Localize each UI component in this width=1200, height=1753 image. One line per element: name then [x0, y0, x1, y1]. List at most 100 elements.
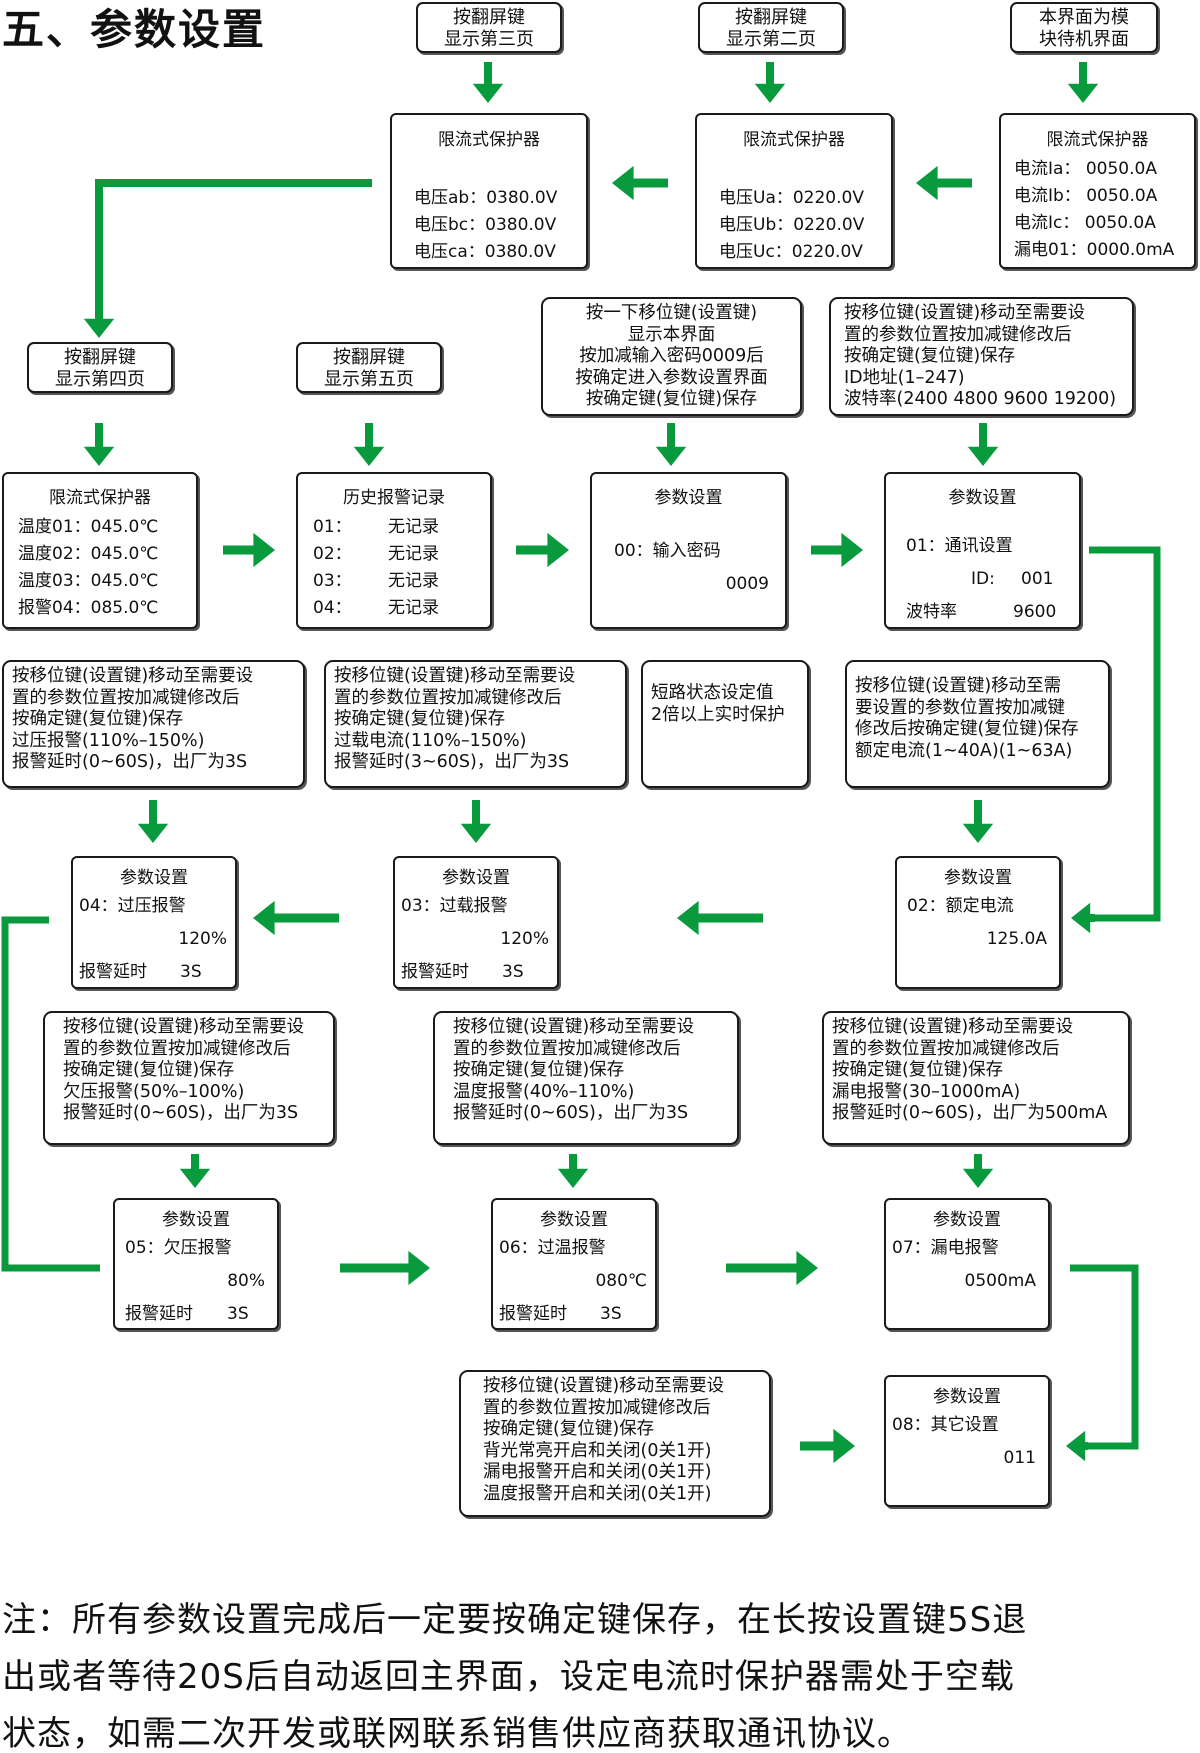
voltage-bc: 电压bc：0380.0V — [414, 215, 557, 235]
instruction-comm: 按移位键(设置键)移动至需要设置的参数位置按加减键修改后 按确定键(复位键)保存… — [829, 297, 1134, 416]
param-item: 00：输入密码 — [614, 541, 721, 561]
screen-title: 限流式保护器 — [49, 488, 151, 508]
param-value: 0500mA — [964, 1271, 1036, 1291]
arrow-down — [353, 423, 385, 466]
arrow-down — [83, 423, 115, 466]
arrow-down — [967, 423, 999, 466]
arrow-down — [472, 62, 504, 103]
screen-param-03: 参数设置 03：过载报警 120% 报警延时 3S — [393, 856, 559, 989]
arrow-right — [340, 1250, 430, 1286]
screen-voltage-phase: 限流式保护器 电压Ua：0220.0V 电压Ub：0220.0V 电压Uc：02… — [695, 113, 893, 269]
arrow-right — [223, 532, 275, 568]
param-item: 06：过温报警 — [499, 1238, 606, 1258]
screen-param-02: 参数设置 02：额定电流 125.0A — [895, 856, 1061, 989]
password-value: 0009 — [725, 574, 769, 594]
screen-voltage-line: 限流式保护器 电压ab：0380.0V 电压bc：0380.0V 电压ca：03… — [390, 113, 588, 269]
delay-label: 报警延时 — [79, 962, 147, 982]
instruction-other: 按移位键(设置键)移动至需要设置的参数位置按加减键修改后 按确定键(复位键)保存… — [459, 1370, 771, 1517]
delay-value: 3S — [600, 1304, 622, 1324]
footnote: 注：所有参数设置完成后一定要按确定键保存，在长按设置键5S退 出或者等待20S后… — [2, 1600, 1028, 1753]
voltage-ca: 电压ca：0380.0V — [414, 242, 556, 262]
delay-label: 报警延时 — [401, 962, 469, 982]
connector-line — [95, 179, 372, 315]
nav-note-page2: 按翻屏键显示第二页 — [698, 2, 844, 53]
arrow-right — [726, 1250, 818, 1286]
arrow-down — [962, 1154, 994, 1188]
arrow-right — [800, 1428, 855, 1464]
screen-title: 参数设置 — [933, 1387, 1001, 1407]
screen-param-05: 参数设置 05：欠压报警 80% 报警延时 3S — [113, 1198, 279, 1330]
voltage-ub: 电压Ub：0220.0V — [719, 215, 865, 235]
arrow-down — [83, 312, 115, 338]
connector-line — [1, 916, 100, 1272]
history-num: 01： — [313, 517, 352, 537]
current-ia: 电流Ia： 0050.0A — [1014, 159, 1157, 179]
alarm-04: 报警04：085.0℃ — [18, 598, 159, 618]
screen-param-01: 参数设置 01：通讯设置 ID: 001 波特率 9600 — [884, 472, 1081, 629]
param-item: 08：其它设置 — [892, 1415, 999, 1435]
screen-title: 限流式保护器 — [1046, 130, 1149, 150]
connector-line — [1070, 1264, 1139, 1450]
voltage-uc: 电压Uc：0220.0V — [719, 242, 863, 262]
screen-title: 参数设置 — [948, 488, 1017, 508]
arrow-left — [612, 165, 668, 201]
param-item: 05：欠压报警 — [125, 1238, 232, 1258]
history-value: 无记录 — [388, 517, 439, 537]
history-value: 无记录 — [388, 544, 439, 564]
instruction-undervoltage: 按移位键(设置键)移动至需要设置的参数位置按加减键修改后 按确定键(复位键)保存… — [43, 1011, 335, 1145]
arrow-down — [754, 62, 786, 103]
nav-note-page3: 按翻屏键显示第三页 — [416, 2, 562, 53]
arrow-down — [137, 800, 169, 843]
param-value: 080℃ — [595, 1271, 647, 1291]
history-num: 02： — [313, 544, 352, 564]
screen-title: 限流式保护器 — [743, 130, 845, 150]
screen-title: 参数设置 — [654, 488, 723, 508]
history-num: 04： — [313, 598, 352, 618]
arrow-left — [1066, 1430, 1088, 1462]
arrow-right — [516, 532, 569, 568]
current-ic: 电流Ic： 0050.0A — [1014, 213, 1156, 233]
instruction-overvoltage: 按移位键(设置键)移动至需要设置的参数位置按加减键修改后 按确定键(复位键)保存… — [2, 660, 305, 788]
voltage-ab: 电压ab：0380.0V — [414, 188, 558, 208]
id-value: 001 — [1021, 569, 1054, 589]
delay-value: 3S — [180, 962, 202, 982]
arrow-left — [677, 900, 763, 936]
arrow-right — [811, 532, 863, 568]
arrow-left — [1071, 902, 1095, 934]
nav-note-page4: 按翻屏键显示第四页 — [27, 342, 173, 393]
arrow-down — [655, 423, 687, 466]
screen-title: 限流式保护器 — [438, 130, 540, 150]
temperature-03: 温度03：045.0℃ — [18, 571, 159, 591]
screen-param-00: 参数设置 00：输入密码 0009 — [590, 472, 787, 629]
baud-value: 9600 — [1013, 602, 1057, 622]
baud-label: 波特率 — [906, 602, 957, 622]
arrow-left — [253, 900, 339, 936]
delay-value: 3S — [227, 1304, 249, 1324]
param-value: 80% — [227, 1271, 265, 1291]
instruction-leakage: 按移位键(设置键)移动至需要设置的参数位置按加减键修改后 按确定键(复位键)保存… — [822, 1011, 1130, 1145]
leakage-01: 漏电01：0000.0mA — [1014, 240, 1175, 260]
param-item: 07：漏电报警 — [892, 1238, 999, 1258]
screen-title: 参数设置 — [120, 868, 188, 888]
screen-title: 参数设置 — [944, 868, 1012, 888]
instruction-password: 按一下移位键(设置键)显示本界面 按加减输入密码0009后按确定进入参数设置界面… — [541, 297, 802, 416]
param-item: 04：过压报警 — [79, 896, 186, 916]
screen-title: 参数设置 — [540, 1210, 608, 1230]
current-ib: 电流Ib： 0050.0A — [1014, 186, 1158, 206]
history-num: 03： — [313, 571, 352, 591]
delay-label: 报警延时 — [499, 1304, 567, 1324]
arrow-down — [962, 800, 994, 843]
nav-note-main: 本界面为模块待机界面 — [1010, 2, 1158, 53]
param-item: 02：额定电流 — [907, 896, 1014, 916]
delay-label: 报警延时 — [125, 1304, 193, 1324]
screen-current: 限流式保护器 电流Ia： 0050.0A 电流Ib： 0050.0A 电流Ic：… — [999, 113, 1196, 269]
screen-temperature: 限流式保护器 温度01：045.0℃ 温度02：045.0℃ 温度03：045.… — [2, 472, 198, 629]
id-label: ID: — [971, 569, 995, 589]
page-title: 五、参数设置 — [2, 5, 267, 54]
instruction-rated-current: 按移位键(设置键)移动至需要设置的参数位置按加减键 修改后按确定键(复位键)保存… — [845, 660, 1110, 788]
arrow-down — [179, 1154, 211, 1188]
param-item: 01：通讯设置 — [906, 536, 1013, 556]
history-value: 无记录 — [388, 598, 439, 618]
